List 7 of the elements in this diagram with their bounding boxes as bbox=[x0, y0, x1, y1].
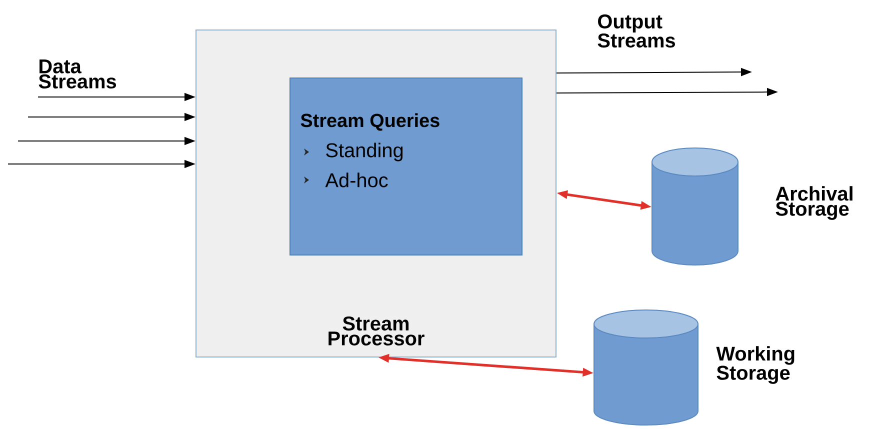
stream-label: Output Streams bbox=[598, 14, 676, 48]
storage-cylinder bbox=[594, 310, 698, 426]
stream-label: Data Streams bbox=[38, 60, 116, 88]
storage-label: Archival Storage bbox=[776, 186, 852, 220]
storage-cylinder bbox=[652, 148, 738, 266]
storage-label: Working Storage bbox=[716, 346, 794, 384]
query-box: Stream Queries Standing Ad-hoc bbox=[290, 78, 522, 256]
